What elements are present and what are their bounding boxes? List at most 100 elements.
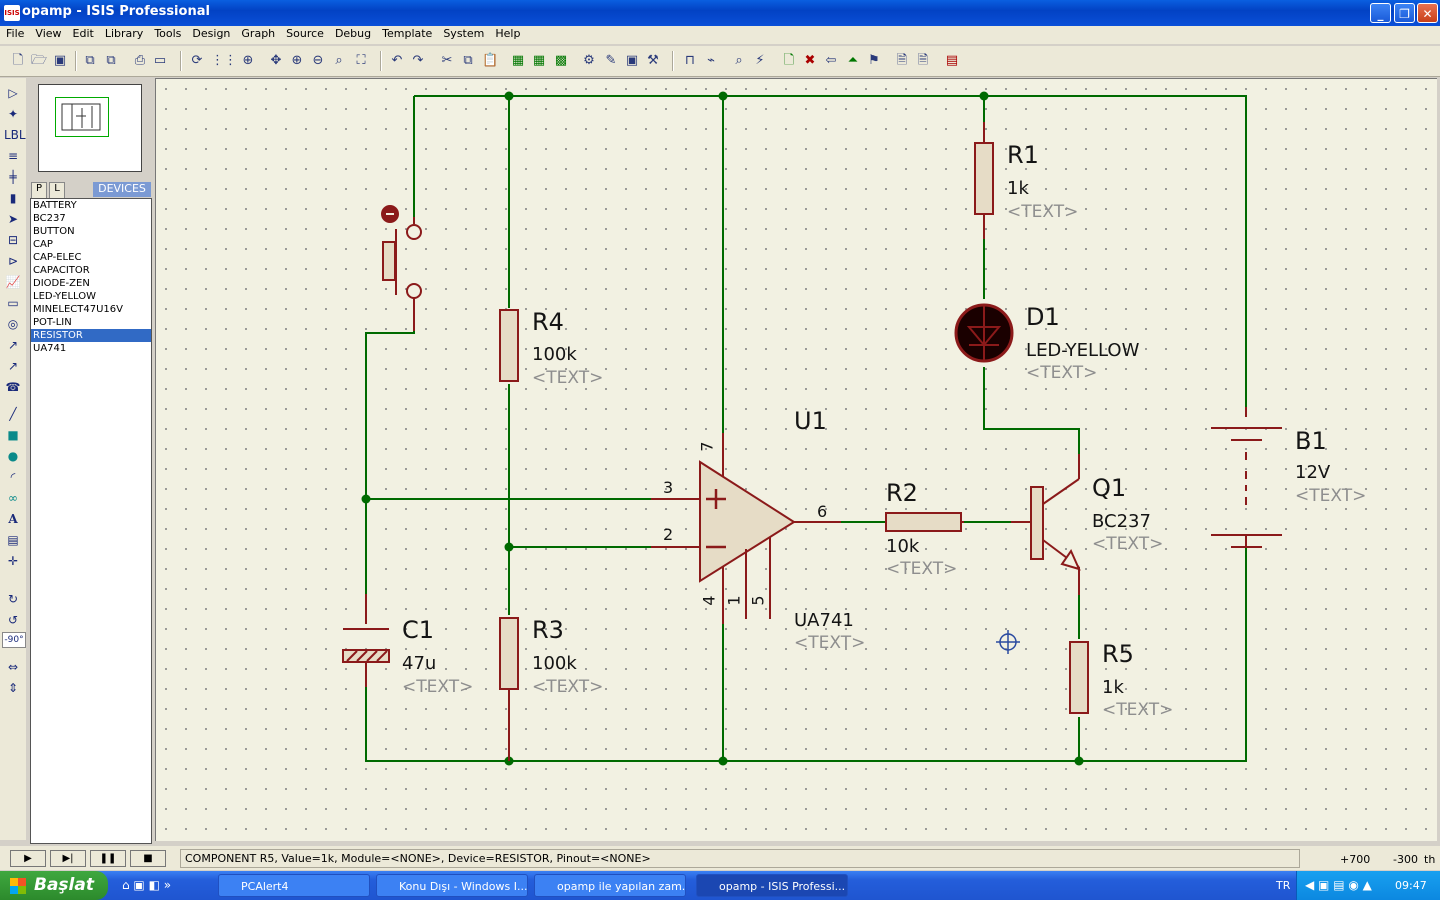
r4-value[interactable]: 100k bbox=[532, 344, 577, 365]
rotate-clockwise-icon[interactable]: ↻ bbox=[7, 592, 19, 606]
origin-icon[interactable]: ⊕ bbox=[242, 53, 254, 68]
component-mode-icon[interactable]: ▷ bbox=[8, 86, 18, 100]
device-pins-icon[interactable]: ⊳ bbox=[7, 254, 19, 268]
r3-value[interactable]: 100k bbox=[532, 653, 577, 674]
graph-mode-icon[interactable]: 📈 bbox=[5, 275, 21, 289]
box-icon[interactable]: ■ bbox=[7, 428, 19, 442]
rotate-anticlockwise-icon[interactable]: ↺ bbox=[7, 613, 19, 627]
q1-text[interactable]: <TEXT> bbox=[1092, 534, 1164, 554]
cut-icon[interactable]: ✂ bbox=[441, 53, 453, 68]
d1-value[interactable]: LED-YELLOW bbox=[1026, 340, 1140, 361]
menu-source[interactable]: Source bbox=[286, 27, 324, 40]
print-icon[interactable]: ⎙ bbox=[134, 53, 146, 68]
mirror-vertical-icon[interactable]: ⇕ bbox=[7, 681, 19, 695]
pcb-icon[interactable]: ▤ bbox=[945, 53, 959, 68]
redo-icon[interactable]: ↷ bbox=[412, 53, 424, 68]
c1-text[interactable]: <TEXT> bbox=[402, 677, 474, 697]
b1-value[interactable]: 12V bbox=[1295, 462, 1331, 483]
path-icon[interactable]: ∞ bbox=[8, 491, 18, 505]
menu-view[interactable]: View bbox=[35, 27, 62, 40]
block-rotate-icon[interactable]: ▩ bbox=[554, 53, 568, 68]
stop-button[interactable]: ■ bbox=[130, 850, 166, 867]
copy-icon[interactable]: ⧉ bbox=[463, 53, 473, 68]
import-icon[interactable]: ⧉ bbox=[85, 53, 95, 68]
list-item[interactable]: MINELECT47U16V bbox=[33, 304, 123, 315]
virtual-instruments-icon[interactable]: ☎ bbox=[5, 380, 21, 394]
menu-help[interactable]: Help bbox=[495, 27, 521, 40]
menu-design[interactable]: Design bbox=[192, 27, 231, 40]
arc-icon[interactable]: ◜ bbox=[10, 470, 16, 484]
tray-icons[interactable]: ◀ ▣ ▤ ◉ ▲ bbox=[1305, 878, 1372, 892]
r1-label[interactable]: R1 bbox=[1007, 141, 1039, 169]
open-folder-icon[interactable]: 🗁 bbox=[31, 53, 48, 68]
voltage-probe-icon[interactable]: ↗ bbox=[7, 338, 19, 352]
r4-text[interactable]: <TEXT> bbox=[532, 368, 604, 388]
library-manager-button[interactable]: L bbox=[49, 182, 65, 199]
junction-dot-icon[interactable]: ✦ bbox=[7, 107, 19, 121]
r2-value[interactable]: 10k bbox=[886, 536, 920, 557]
export-icon[interactable]: ⧉ bbox=[106, 53, 116, 68]
netlist-icon[interactable]: 🗎 bbox=[896, 53, 908, 68]
play-button[interactable]: ▶ bbox=[10, 850, 46, 867]
terminals-icon[interactable]: ⊟ bbox=[7, 233, 19, 247]
d1-text[interactable]: <TEXT> bbox=[1026, 363, 1098, 383]
q1-value[interactable]: BC237 bbox=[1092, 511, 1151, 532]
task-pcalert[interactable]: PCAlert4 bbox=[218, 874, 370, 897]
list-item[interactable]: CAPACITOR bbox=[33, 265, 90, 276]
d1-label[interactable]: D1 bbox=[1026, 303, 1060, 331]
r5-label[interactable]: R5 bbox=[1102, 640, 1134, 668]
marker-icon[interactable]: ✛ bbox=[7, 554, 19, 568]
c1-value[interactable]: 47u bbox=[402, 653, 437, 674]
q1-label[interactable]: Q1 bbox=[1092, 474, 1127, 502]
list-item[interactable]: CAP bbox=[33, 239, 53, 250]
task-isis[interactable]: opamp - ISIS Professi... bbox=[696, 874, 848, 897]
new-sheet-icon[interactable]: 🗋 bbox=[783, 53, 795, 68]
menu-graph[interactable]: Graph bbox=[241, 27, 276, 40]
block-copy-icon[interactable]: ▦ bbox=[511, 53, 525, 68]
pause-button[interactable]: ❚❚ bbox=[90, 850, 126, 867]
r4-label[interactable]: R4 bbox=[532, 308, 564, 336]
menu-library[interactable]: Library bbox=[104, 27, 144, 40]
quick-launch-icons[interactable]: ⌂ ▣ ◧ » bbox=[122, 878, 172, 892]
u1-text[interactable]: <TEXT> bbox=[794, 633, 866, 653]
r3-label[interactable]: R3 bbox=[532, 616, 564, 644]
print-area-icon[interactable]: ▭ bbox=[153, 53, 167, 68]
task-opamp-browser[interactable]: opamp ile yapılan zam... bbox=[534, 874, 686, 897]
block-move-icon[interactable]: ▦ bbox=[532, 53, 546, 68]
bus-icon[interactable]: ╪ bbox=[9, 170, 17, 184]
schematic-canvas[interactable]: R1 1k <TEXT> D1 LED-YELLOW <TEXT> R4 100… bbox=[155, 78, 1437, 841]
pick-from-library-button[interactable]: P bbox=[31, 182, 47, 199]
u1-label[interactable]: U1 bbox=[794, 407, 827, 435]
electrical-rules-icon[interactable]: ⚑ bbox=[868, 53, 880, 68]
list-item[interactable]: CAP-ELEC bbox=[33, 252, 82, 263]
search-tag-icon[interactable]: ⌁ bbox=[707, 53, 715, 68]
rotation-field[interactable]: -90° bbox=[2, 632, 26, 648]
r5-value[interactable]: 1k bbox=[1102, 677, 1124, 698]
generator-icon[interactable]: ◎ bbox=[7, 317, 19, 331]
zoom-area-icon[interactable]: ⛶ bbox=[356, 53, 366, 68]
wire-autorouter-icon[interactable]: ⊓ bbox=[684, 53, 696, 68]
circle-icon[interactable]: ● bbox=[7, 449, 19, 463]
zoom-all-icon[interactable]: ⌕ bbox=[335, 53, 343, 68]
language-indicator[interactable]: TR bbox=[1276, 879, 1291, 892]
list-item[interactable]: BC237 bbox=[33, 213, 66, 224]
r3-text[interactable]: <TEXT> bbox=[532, 677, 604, 697]
package-tool-icon[interactable]: ▣ bbox=[625, 53, 639, 68]
r5-text[interactable]: <TEXT> bbox=[1102, 700, 1174, 720]
list-item[interactable]: DIODE-ZEN bbox=[33, 278, 90, 289]
list-item-selected[interactable]: RESISTOR bbox=[31, 329, 151, 342]
task-konu-disi[interactable]: Konu Dışı - Windows I... bbox=[376, 874, 528, 897]
minimize-button[interactable]: _ bbox=[1370, 3, 1391, 23]
b1-text[interactable]: <TEXT> bbox=[1295, 486, 1367, 506]
list-item[interactable]: LED-YELLOW bbox=[33, 291, 96, 302]
close-button[interactable]: ✕ bbox=[1417, 3, 1438, 23]
grid-icon[interactable]: ⋮⋮ bbox=[211, 53, 237, 68]
selection-mode-icon[interactable]: ➤ bbox=[7, 212, 19, 226]
save-icon[interactable]: ▣ bbox=[53, 53, 67, 68]
undo-icon[interactable]: ↶ bbox=[391, 53, 403, 68]
tape-recorder-icon[interactable]: ▭ bbox=[7, 296, 19, 310]
mirror-horizontal-icon[interactable]: ⇔ bbox=[7, 660, 19, 674]
new-file-icon[interactable]: 🗋 bbox=[12, 53, 24, 68]
c1-label[interactable]: C1 bbox=[402, 616, 435, 644]
current-probe-icon[interactable]: ↗ bbox=[7, 359, 19, 373]
